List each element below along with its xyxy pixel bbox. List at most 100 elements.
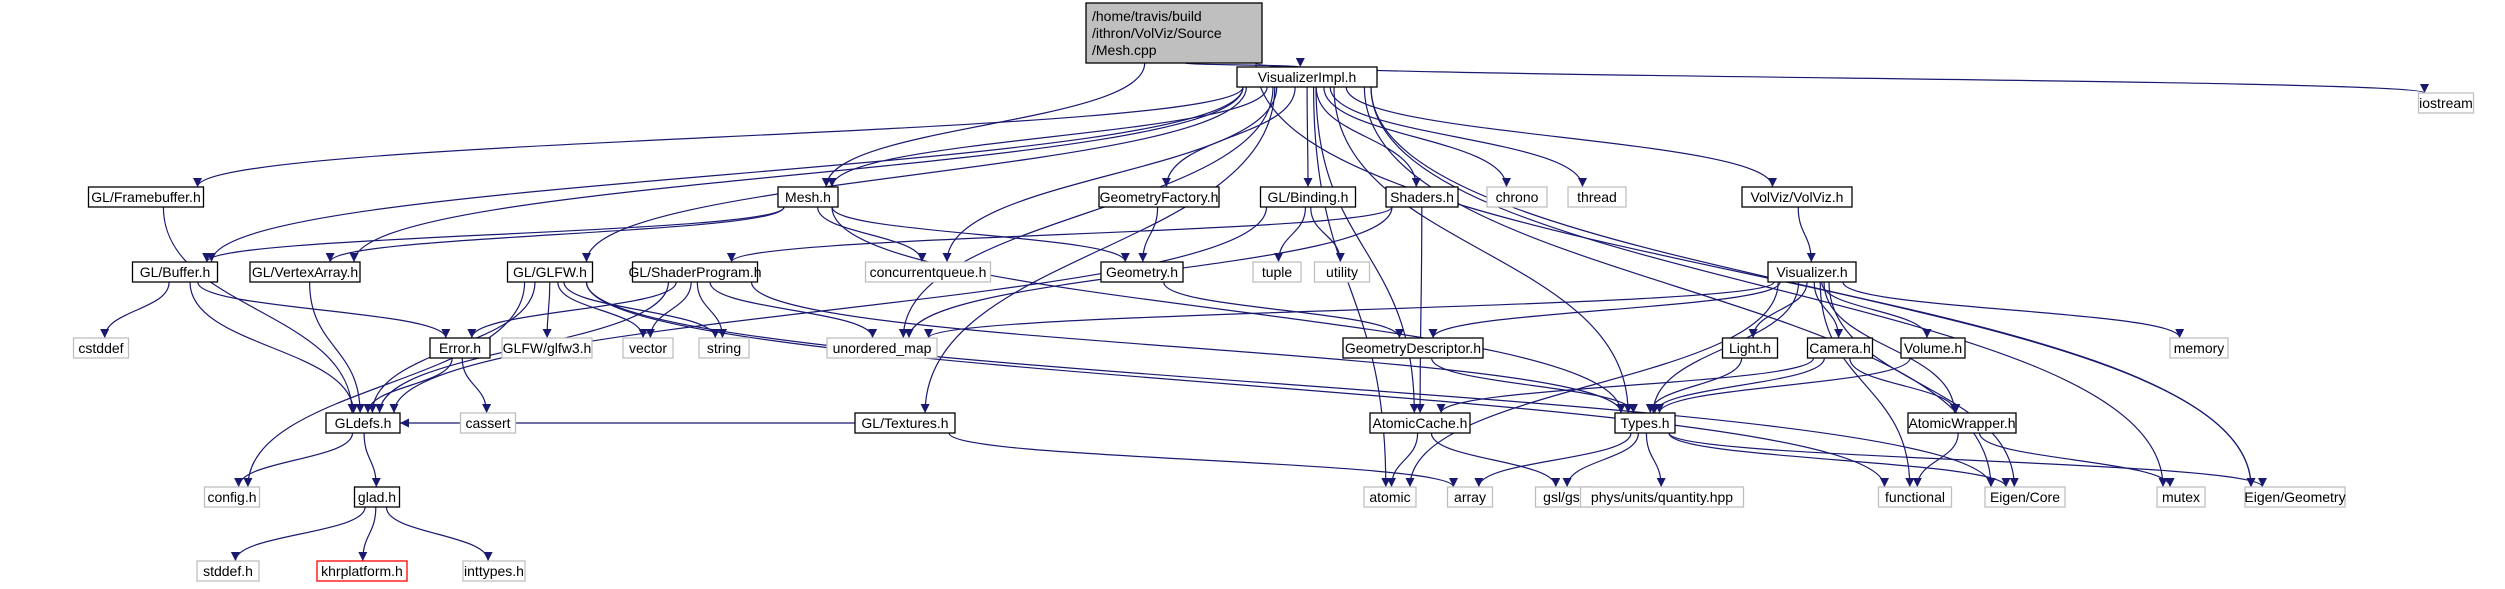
node-shaders-h[interactable]: Shaders.h [1385, 186, 1459, 208]
node-phys-units[interactable]: phys/units/quantity.hpp [1579, 486, 1745, 508]
node-mesh-cpp[interactable]: /home/travis/build/ithron/VolViz/Source/… [1085, 2, 1263, 64]
node-gl-glfw-h[interactable]: GL/GLFW.h [506, 261, 594, 283]
node-visualizerimpl-h[interactable]: VisualizerImpl.h [1236, 66, 1378, 88]
node-label: config.h [207, 489, 256, 505]
edge-atomicwrapper_h-to-functional [1912, 432, 1959, 488]
node-gl-shaderprogram-h[interactable]: GL/ShaderProgram.h [628, 261, 762, 283]
node-mesh-h[interactable]: Mesh.h [777, 186, 839, 208]
edge-visualizer_h-to-volume_h [1821, 281, 1932, 339]
node-box [1100, 261, 1184, 283]
node-iostream[interactable]: iostream [2417, 92, 2475, 114]
node-label: iostream [2419, 95, 2473, 111]
node-box [631, 261, 759, 283]
edge-mesh_h-to-gl_vertexarray_h [325, 206, 785, 263]
node-label: glad.h [358, 489, 396, 505]
node-label: GLdefs.h [335, 415, 392, 431]
node-camera-h[interactable]: Camera.h [1806, 337, 1874, 359]
edge-visualizer_h-to-light_h [1748, 281, 1808, 339]
node-glad-h[interactable]: glad.h [353, 486, 401, 508]
node-volviz-h[interactable]: VolViz/VolViz.h [1741, 186, 1853, 208]
node-gl-binding-h[interactable]: GL/Binding.h [1259, 186, 1357, 208]
node-cstddef[interactable]: cstddef [72, 337, 130, 359]
node-atomiccache-h[interactable]: AtomicCache.h [1369, 412, 1471, 434]
node-box [777, 186, 839, 208]
node-stddef-h[interactable]: stddef.h [196, 560, 260, 582]
edge-atomiccache_h-to-atomic [1387, 432, 1419, 488]
node-mutex[interactable]: mutex [2156, 486, 2206, 508]
edge-gl_framebuffer_h-to-gldefs_h [162, 206, 357, 414]
node-volume-h[interactable]: Volume.h [1900, 337, 1966, 359]
node-label: atomic [1369, 489, 1410, 505]
node-types-h[interactable]: Types.h [1614, 412, 1676, 434]
node-box [501, 337, 593, 359]
node-string[interactable]: string [698, 337, 750, 359]
node-cassert[interactable]: cassert [459, 412, 517, 434]
node-label: Shaders.h [1390, 189, 1454, 205]
node-gldefs-h[interactable]: GLdefs.h [325, 412, 401, 434]
node-utility[interactable]: utility [1313, 261, 1371, 283]
edge-geometryfactory_h-to-geometry_h [1138, 206, 1159, 263]
node-eigen-core[interactable]: Eigen/Core [1984, 486, 2066, 508]
node-glfw3-h[interactable]: GLFW/glfw3.h [501, 337, 593, 359]
edge-volviz_h-to-visualizer_h [1797, 206, 1816, 263]
node-atomicwrapper-h[interactable]: AtomicWrapper.h [1907, 412, 2017, 434]
node-tuple[interactable]: tuple [1252, 261, 1302, 283]
node-label: Camera.h [1809, 340, 1870, 356]
edge-mesh_cpp-to-mesh_h [821, 62, 1146, 188]
edge-glad_h-to-stddef_h [230, 506, 366, 562]
node-eigen-geometry[interactable]: Eigen/Geometry [2244, 486, 2346, 508]
node-box [698, 337, 750, 359]
edge-visualizerimpl_h-to-gl_binding_h [1303, 86, 1313, 188]
node-box [1721, 337, 1779, 359]
node-atomic[interactable]: atomic [1363, 486, 1417, 508]
edge-gl_glfw_h-to-eigen_core [585, 281, 1996, 488]
node-array[interactable]: array [1446, 486, 1494, 508]
edge-atomiccache_h-to-gsl_gsl [1430, 432, 1561, 488]
node-inttypes-h[interactable]: inttypes.h [462, 560, 526, 582]
edge-gl_binding_h-to-tuple [1274, 206, 1307, 263]
node-label: utility [1326, 264, 1358, 280]
node-label: memory [2174, 340, 2225, 356]
edge-glad_h-to-inttypes_h [385, 506, 493, 562]
node-label: GeometryDescriptor.h [1345, 340, 1481, 356]
node-box [1877, 486, 1953, 508]
node-label: Geometry.h [1106, 264, 1178, 280]
node-box [1900, 337, 1966, 359]
node-gl-framebuffer-h[interactable]: GL/Framebuffer.h [87, 186, 205, 208]
node-box [459, 412, 517, 434]
node-gl-vertexarray-h[interactable]: GL/VertexArray.h [249, 261, 361, 283]
edge-gl_binding_h-to-utility [1310, 206, 1345, 263]
node-geometrydescriptor-h[interactable]: GeometryDescriptor.h [1342, 337, 1484, 359]
node-memory[interactable]: memory [2169, 337, 2229, 359]
node-label: /Mesh.cpp [1092, 42, 1157, 58]
edge-error_h-to-gldefs_h [363, 357, 453, 414]
node-gl-textures-h[interactable]: GL/Textures.h [854, 412, 956, 434]
node-geometryfactory-h[interactable]: GeometryFactory.h [1098, 186, 1220, 208]
edge-visualizerimpl_h-to-mesh_h [827, 86, 1268, 188]
node-box [353, 486, 401, 508]
edge-gl_buffer_h-to-gldefs_h [189, 281, 359, 414]
edge-visualizer_h-to-functional [1819, 281, 1915, 488]
node-label: chrono [1496, 189, 1539, 205]
node-unordered-map[interactable]: unordered_map [826, 337, 938, 359]
node-config-h[interactable]: config.h [203, 486, 261, 508]
node-light-h[interactable]: Light.h [1721, 337, 1779, 359]
node-gl-buffer-h[interactable]: GL/Buffer.h [131, 261, 219, 283]
node-box [1907, 412, 2017, 434]
node-geometry-h[interactable]: Geometry.h [1100, 261, 1184, 283]
node-khrplatform-h[interactable]: khrplatform.h [316, 560, 408, 582]
node-gsl-gsl[interactable]: gsl/gsl [1534, 486, 1592, 508]
node-visualizer-h[interactable]: Visualizer.h [1767, 261, 1857, 283]
node-functional[interactable]: functional [1877, 486, 1953, 508]
node-concurrentqueue-h[interactable]: concurrentqueue.h [864, 261, 992, 283]
node-vector[interactable]: vector [622, 337, 674, 359]
node-box [1806, 337, 1874, 359]
node-error-h[interactable]: Error.h [429, 337, 491, 359]
edge-gl_glfw_h-to-functional [585, 281, 1889, 488]
node-box [1085, 2, 1263, 64]
edge-geometrydescriptor_h-to-types_h [1431, 357, 1638, 414]
edge-mesh_h-to-gl_buffer_h [202, 206, 785, 263]
edge-visualizer_h-to-geometrydescriptor_h [1428, 281, 1781, 339]
node-chrono[interactable]: chrono [1486, 186, 1548, 208]
node-thread[interactable]: thread [1567, 186, 1627, 208]
